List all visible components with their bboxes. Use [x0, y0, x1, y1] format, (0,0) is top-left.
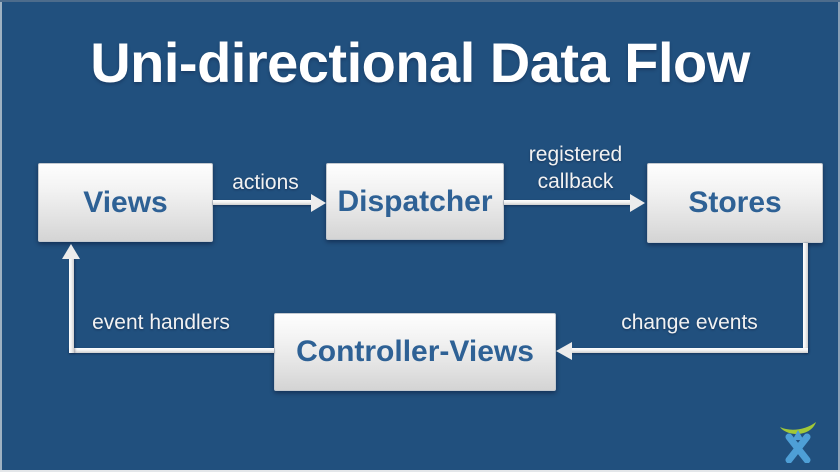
arrow-views-to-dispatcher-head-icon	[311, 194, 326, 212]
node-views-label: Views	[83, 185, 168, 219]
arrow-dispatcher-to-stores-head-icon	[630, 194, 645, 212]
edge-label-change-events: change events	[621, 311, 758, 334]
arrow-views-to-dispatcher-shaft	[213, 200, 313, 205]
arrow-stores-to-controller-views-head-icon	[556, 342, 572, 360]
node-stores: Stores	[647, 163, 823, 243]
node-controller-views: Controller-Views	[274, 313, 556, 391]
logo-figure	[785, 433, 811, 463]
edge-label-registered-callback: registered callback	[528, 143, 623, 193]
logo-sky-arc	[780, 422, 816, 434]
node-views: Views	[38, 163, 213, 242]
arrow-stores-to-controller-views-vertical-shaft	[803, 243, 808, 353]
arrow-controller-views-to-views-vertical-shaft	[69, 258, 74, 353]
logo-figure-head	[792, 430, 804, 440]
edge-label-actions: actions	[232, 171, 299, 194]
page-title: Uni-directional Data Flow	[90, 31, 750, 94]
arrow-stores-to-controller-views-horizontal-shaft	[572, 348, 808, 353]
arrow-controller-views-to-views-horizontal-shaft	[69, 348, 274, 353]
node-dispatcher: Dispatcher	[326, 163, 504, 240]
atlassian-logo	[780, 422, 816, 463]
node-stores-label: Stores	[688, 186, 782, 219]
edge-label-event-handlers: event handlers	[92, 311, 230, 334]
node-dispatcher-label: Dispatcher	[337, 184, 493, 218]
arrow-controller-views-to-views-head-icon	[62, 244, 80, 259]
node-controller-views-label: Controller-Views	[296, 335, 534, 368]
arrow-dispatcher-to-stores-shaft	[504, 200, 631, 205]
